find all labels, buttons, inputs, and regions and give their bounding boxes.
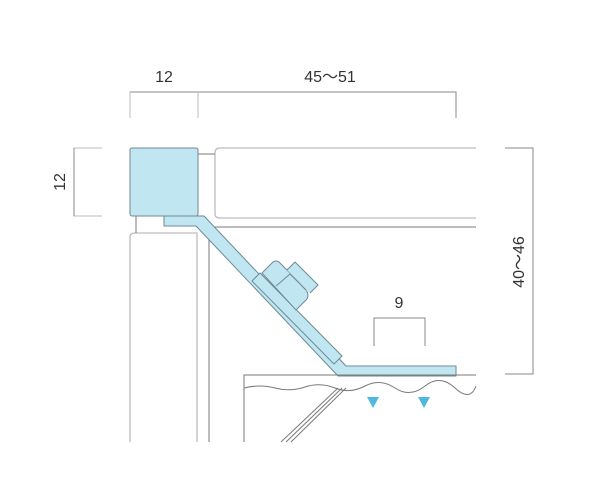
level-marker-icon-2 bbox=[418, 397, 430, 408]
dimension-label-right: 40〜46 bbox=[511, 236, 528, 288]
dimension-label-top-right: 45〜51 bbox=[304, 69, 356, 86]
lower-member bbox=[243, 374, 477, 442]
dimension-label-top-left: 12 bbox=[155, 69, 173, 86]
level-marker-icon-1 bbox=[367, 397, 379, 408]
dimension-top bbox=[129, 91, 457, 118]
washer-plate bbox=[251, 272, 343, 365]
left-post bbox=[129, 232, 198, 442]
upper-panel bbox=[214, 147, 476, 219]
dimension-left bbox=[73, 147, 102, 217]
dimension-label-flange: 9 bbox=[395, 295, 404, 312]
dimension-label-left: 12 bbox=[52, 173, 69, 191]
diagonal-strut bbox=[280, 387, 347, 443]
corner-cap-block bbox=[129, 147, 199, 217]
dimension-right bbox=[505, 147, 534, 375]
dimension-flange bbox=[373, 317, 426, 346]
bolt-nut bbox=[261, 260, 319, 311]
bent-bracket bbox=[163, 215, 457, 377]
